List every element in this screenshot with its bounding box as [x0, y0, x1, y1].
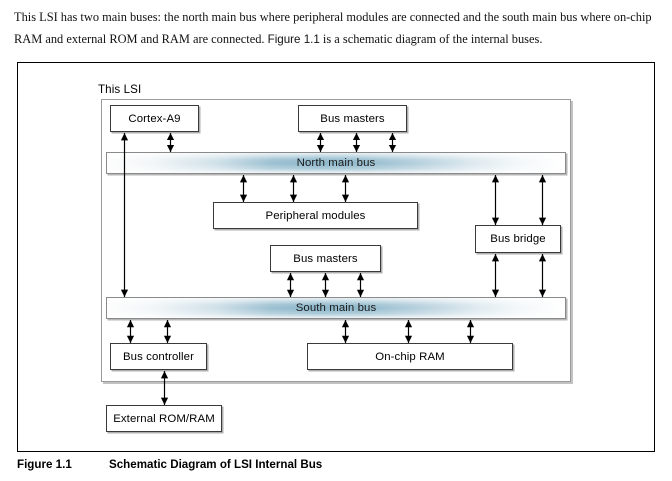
arrow-south-bus-to-bus-controller-2	[162, 320, 173, 343]
figure-caption-title: Schematic Diagram of LSI Internal Bus	[109, 458, 323, 471]
block-external-rom-ram[interactable]: External ROM/RAM	[106, 405, 222, 432]
arrow-south-bus-to-on-chip-ram-2	[403, 320, 414, 343]
block-bus-masters-north[interactable]: Bus masters	[298, 105, 407, 132]
block-cortex-a9[interactable]: Cortex-A9	[110, 105, 199, 132]
arrow-bus-bridge-to-south-bus-1	[490, 254, 501, 297]
figure-reference-link: Figure 1.1	[267, 33, 320, 46]
arrow-north-bus-to-peripheral-2	[288, 175, 299, 202]
block-bus-bridge[interactable]: Bus bridge	[475, 225, 561, 253]
lsi-boundary-box	[101, 99, 571, 382]
lsi-boundary-label: This LSI	[98, 83, 142, 96]
arrow-north-bus-to-bus-bridge-1	[490, 175, 501, 225]
figure-caption-number: Figure 1.1	[17, 458, 72, 471]
intro-text-part2: is a schematic diagram of the internal b…	[319, 32, 543, 46]
arrow-bus-bridge-to-south-bus-2	[537, 254, 548, 297]
arrow-cortex-a9-to-south-bus	[119, 133, 130, 297]
arrow-north-bus-to-peripheral-1	[238, 175, 249, 202]
arrow-bus-controller-to-external-rom-ram	[159, 371, 170, 405]
bus-south-main[interactable]: South main bus	[106, 297, 566, 319]
block-peripheral-modules[interactable]: Peripheral modules	[213, 202, 418, 229]
arrow-south-bus-to-on-chip-ram-1	[340, 320, 351, 343]
arrow-bus-masters-north-2	[351, 133, 362, 152]
arrow-north-bus-to-bus-bridge-2	[537, 175, 548, 225]
arrow-south-bus-to-on-chip-ram-3	[465, 320, 476, 343]
intro-text-part1: This LSI has two main buses: the north m…	[14, 10, 652, 46]
arrow-bus-masters-south-1	[285, 273, 296, 297]
block-bus-masters-south[interactable]: Bus masters	[270, 245, 381, 272]
arrow-north-bus-to-peripheral-3	[340, 175, 351, 202]
arrow-bus-masters-north-3	[387, 133, 398, 152]
arrow-cortex-a9-to-north-bus	[165, 133, 176, 152]
arrow-bus-masters-south-3	[355, 273, 366, 297]
arrow-bus-masters-north-1	[315, 133, 326, 152]
bus-north-main[interactable]: North main bus	[106, 152, 566, 174]
arrow-south-bus-to-bus-controller-1	[125, 320, 136, 343]
intro-paragraph: This LSI has two main buses: the north m…	[14, 6, 662, 51]
block-on-chip-ram[interactable]: On-chip RAM	[307, 343, 513, 370]
block-bus-controller[interactable]: Bus controller	[110, 343, 207, 370]
arrow-bus-masters-south-2	[320, 273, 331, 297]
figure-caption: Figure 1.1 Schematic Diagram of LSI Inter…	[17, 458, 322, 471]
